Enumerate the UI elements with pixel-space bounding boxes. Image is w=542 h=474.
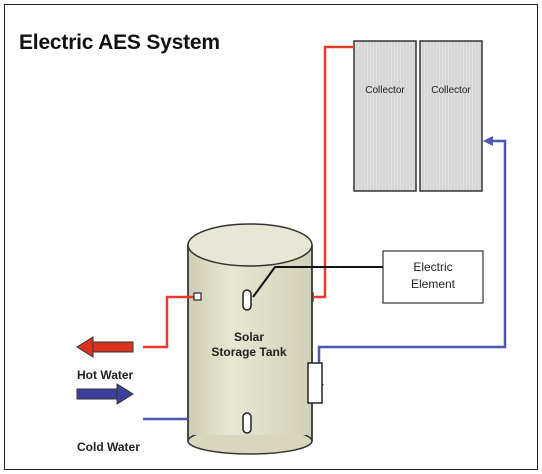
cold-water-arrow — [76, 383, 134, 405]
diagram-title: Electric AES System — [19, 31, 220, 54]
electric-element-label-line1: Electric — [413, 260, 452, 274]
collector-1-label: Collector — [365, 85, 405, 96]
collector-panel-1: Collector — [353, 40, 417, 192]
tank-sensor-box — [307, 362, 323, 404]
diagram-frame: Electric AES System Collector Collector — [4, 4, 538, 470]
solar-storage-tank: Solar Storage Tank — [187, 223, 313, 455]
tank-label-line1: Solar — [234, 330, 264, 344]
lower-port — [242, 412, 252, 434]
cold-water-inlet — [76, 383, 188, 421]
aes-system-diagram: Collector Collector Solar Storage Tank — [76, 40, 507, 455]
cold-pipe-arrowhead — [483, 136, 493, 146]
cold-water-label: Cold Water — [77, 440, 140, 454]
electric-element-port — [242, 289, 252, 311]
electric-element-callout: Electric Element — [252, 250, 484, 304]
tank-label-line2: Storage Tank — [211, 345, 286, 359]
hot-water-arrow — [76, 336, 134, 358]
collector-panel-2: Collector — [419, 40, 483, 192]
hot-water-outlet — [76, 292, 202, 358]
electric-element-label-line2: Element — [411, 277, 456, 291]
hot-water-label: Hot Water — [77, 368, 134, 382]
collector-2-label: Collector — [431, 85, 471, 96]
